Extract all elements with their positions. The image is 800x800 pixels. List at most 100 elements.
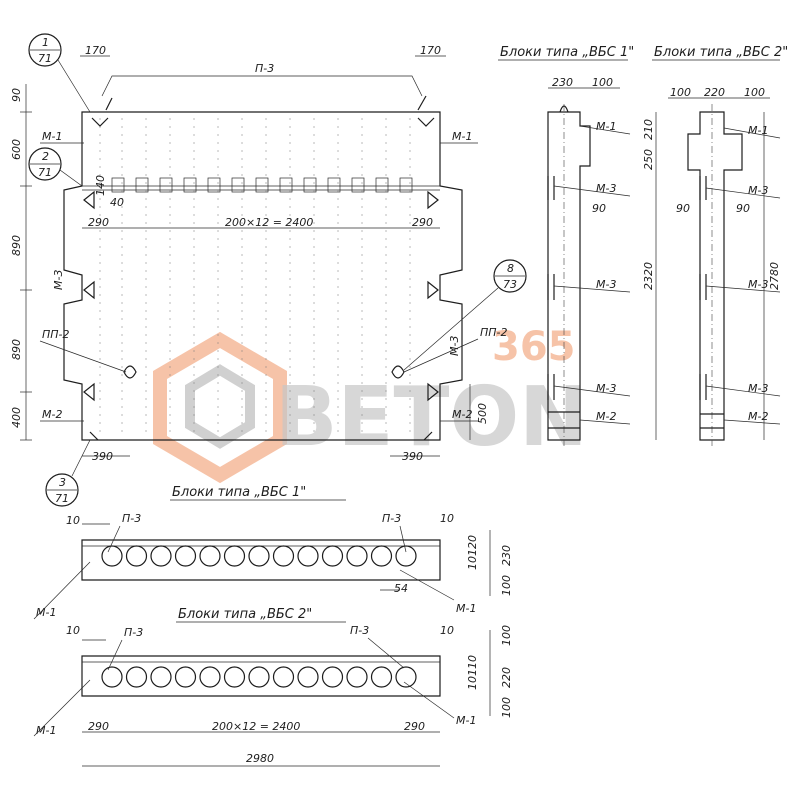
title-side-vbs1: Блоки типа „ВБС 1": [500, 45, 634, 60]
svg-text:М-1: М-1: [748, 124, 768, 137]
label-m3-right: М-3: [448, 336, 461, 356]
svg-text:10110: 10110: [466, 655, 479, 690]
svg-text:200×12 = 2400: 200×12 = 2400: [212, 720, 300, 733]
svg-text:100: 100: [500, 575, 513, 596]
dim-600: 600: [10, 139, 23, 160]
dim-500: 500: [476, 403, 489, 424]
svg-text:71: 71: [55, 492, 69, 505]
svg-text:10: 10: [440, 624, 454, 637]
svg-text:10: 10: [440, 512, 454, 525]
svg-text:П-3: П-3: [382, 512, 401, 525]
svg-text:8: 8: [507, 262, 514, 275]
svg-text:230: 230: [552, 76, 573, 89]
svg-text:М-3: М-3: [748, 278, 768, 291]
label-pp2-left: ПП-2: [42, 328, 70, 341]
svg-text:100: 100: [592, 76, 613, 89]
void-hole: [395, 545, 417, 567]
svg-text:230: 230: [500, 545, 513, 566]
dim-170-left: 170: [85, 44, 106, 57]
callout-2-71: 2 71: [28, 147, 83, 187]
dim-span-elev: 200×12 = 2400: [225, 216, 313, 229]
svg-text:3: 3: [59, 476, 66, 489]
dim-390-left: 390: [92, 450, 113, 463]
callout-8-73: 8 73: [403, 259, 527, 371]
dim-40: 40: [110, 196, 124, 209]
svg-text:М-1: М-1: [456, 714, 476, 727]
void-hole: [297, 666, 319, 688]
label-m2-right: М-2: [452, 408, 472, 421]
void-hole: [248, 545, 270, 567]
svg-text:100: 100: [500, 697, 513, 718]
svg-text:210: 210: [642, 119, 655, 140]
svg-text:М-1: М-1: [36, 606, 56, 619]
label-m3-left: М-3: [52, 270, 65, 290]
void-hole: [199, 666, 221, 688]
svg-text:М-1: М-1: [456, 602, 476, 615]
title-plan-vbs1: Блоки типа „ВБС 1": [172, 485, 306, 500]
svg-text:250: 250: [642, 149, 655, 170]
svg-text:290: 290: [404, 720, 425, 733]
dim-140: 140: [94, 175, 107, 196]
svg-text:290: 290: [88, 720, 109, 733]
dim-290-right: 290: [412, 216, 433, 229]
svg-text:2780: 2780: [768, 262, 781, 290]
svg-text:71: 71: [38, 166, 52, 179]
svg-text:П-3: П-3: [350, 624, 369, 637]
side-section-vbs1: Блоки типа „ВБС 1" 230 100 М-1 М-3 90 М-…: [498, 45, 657, 446]
svg-text:90: 90: [592, 202, 606, 215]
svg-text:М-1: М-1: [36, 724, 56, 737]
label-pp2-right: ПП-2: [480, 326, 508, 339]
svg-text:73: 73: [503, 278, 517, 291]
svg-text:2320: 2320: [642, 262, 655, 290]
void-hole: [346, 666, 368, 688]
callout-1-71: 1 71: [28, 33, 91, 113]
void-hole: [395, 666, 417, 688]
svg-text:2: 2: [42, 150, 49, 163]
dim-400: 400: [10, 407, 23, 428]
void-hole: [248, 666, 270, 688]
void-hole: [272, 666, 295, 688]
void-hole: [346, 545, 368, 567]
svg-text:2980: 2980: [246, 752, 274, 765]
void-hole: [370, 666, 393, 688]
void-hole: [370, 545, 393, 567]
void-hole: [297, 545, 319, 567]
svg-text:М-2: М-2: [596, 410, 616, 423]
svg-text:100: 100: [500, 625, 513, 646]
svg-text:10120: 10120: [466, 535, 479, 570]
svg-text:М-3: М-3: [748, 184, 768, 197]
svg-text:М-3: М-3: [596, 182, 616, 195]
void-hole: [321, 666, 344, 688]
svg-text:М-3: М-3: [596, 278, 616, 291]
dim-170-right: 170: [420, 44, 441, 57]
label-m1-left: М-1: [42, 130, 62, 143]
svg-text:П-3: П-3: [124, 626, 143, 639]
dim-p3-top: П-3: [255, 62, 274, 75]
svg-text:М-1: М-1: [596, 120, 616, 133]
dim-890-2: 890: [10, 339, 23, 360]
void-hole: [101, 666, 123, 688]
plan-vbs2: Блоки типа „ВБС 2" 10 П-3 П-3 10 М-1 М-1…: [33, 607, 513, 767]
svg-text:54: 54: [394, 582, 408, 595]
void-hole: [223, 666, 246, 688]
svg-text:М-3: М-3: [748, 382, 768, 395]
dim-890-1: 890: [10, 235, 23, 256]
label-m1-right: М-1: [452, 130, 472, 143]
void-hole: [125, 666, 148, 688]
svg-text:М-3: М-3: [596, 382, 616, 395]
dim-290-left: 290: [88, 216, 109, 229]
void-hole: [150, 666, 172, 688]
title-plan-vbs2: Блоки типа „ВБС 2": [178, 607, 312, 622]
main-elevation: П-3 170 170 90 600 890 890 400 290 200×1…: [10, 44, 508, 463]
title-side-vbs2: Блоки типа „ВБС 2": [654, 45, 788, 60]
dim-390-right: 390: [402, 450, 423, 463]
watermark: BETON 365: [153, 324, 588, 484]
void-hole: [101, 545, 123, 567]
svg-text:М-2: М-2: [748, 410, 768, 423]
side-section-vbs2: Блоки типа „ВБС 2" 100 220 100 М-1 М-3 9…: [652, 45, 788, 446]
void-hole: [272, 545, 295, 567]
svg-text:220: 220: [500, 667, 513, 688]
watermark-number: 365: [492, 324, 576, 370]
plan-vbs1: Блоки типа „ВБС 1" 10 П-3 П-3 10 М-1 М-1…: [33, 485, 513, 620]
